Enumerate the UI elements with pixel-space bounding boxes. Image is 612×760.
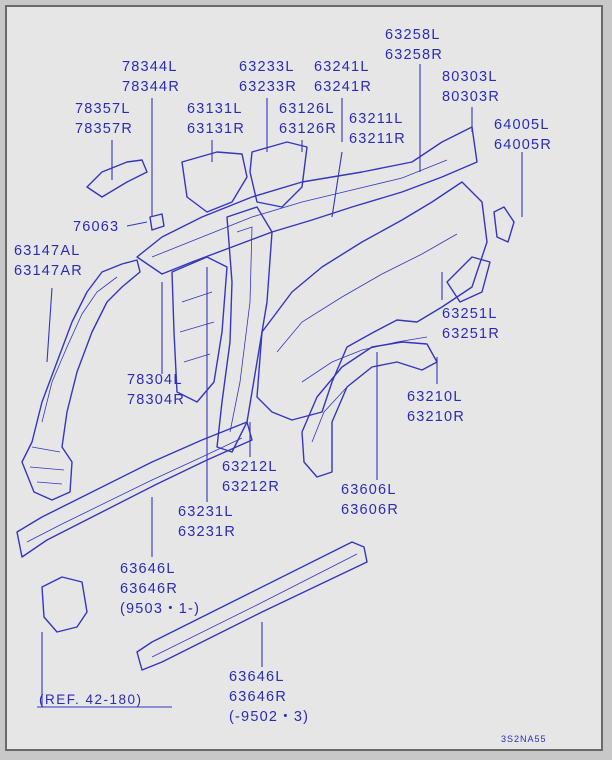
b-pillar-part (216, 206, 273, 453)
wheel-house-part (301, 341, 438, 478)
a-pillar-inner-part (21, 259, 141, 501)
part-label-76063: 76063 (73, 219, 120, 235)
ref-bracket-part (41, 576, 88, 633)
diagram-code: 3S2NA55 (501, 734, 547, 744)
lower-sill-part (136, 541, 368, 671)
center-pillar-inner-part (171, 256, 228, 403)
bracket-63251-part (446, 256, 491, 303)
roof-rail-part (136, 126, 478, 275)
reference-label: (REF. 42-180) (39, 692, 143, 707)
body-side-panel-drawing (16, 64, 523, 708)
bracket-63126-part (249, 141, 308, 208)
front-sill-part (16, 421, 253, 558)
side-outer-panel-part (256, 181, 488, 421)
leader-lines (37, 64, 523, 708)
clip-76063-part (149, 213, 165, 231)
bracket-78357-part (86, 159, 148, 198)
latch-64005-part (493, 206, 515, 243)
bracket-63131-part (181, 151, 248, 213)
